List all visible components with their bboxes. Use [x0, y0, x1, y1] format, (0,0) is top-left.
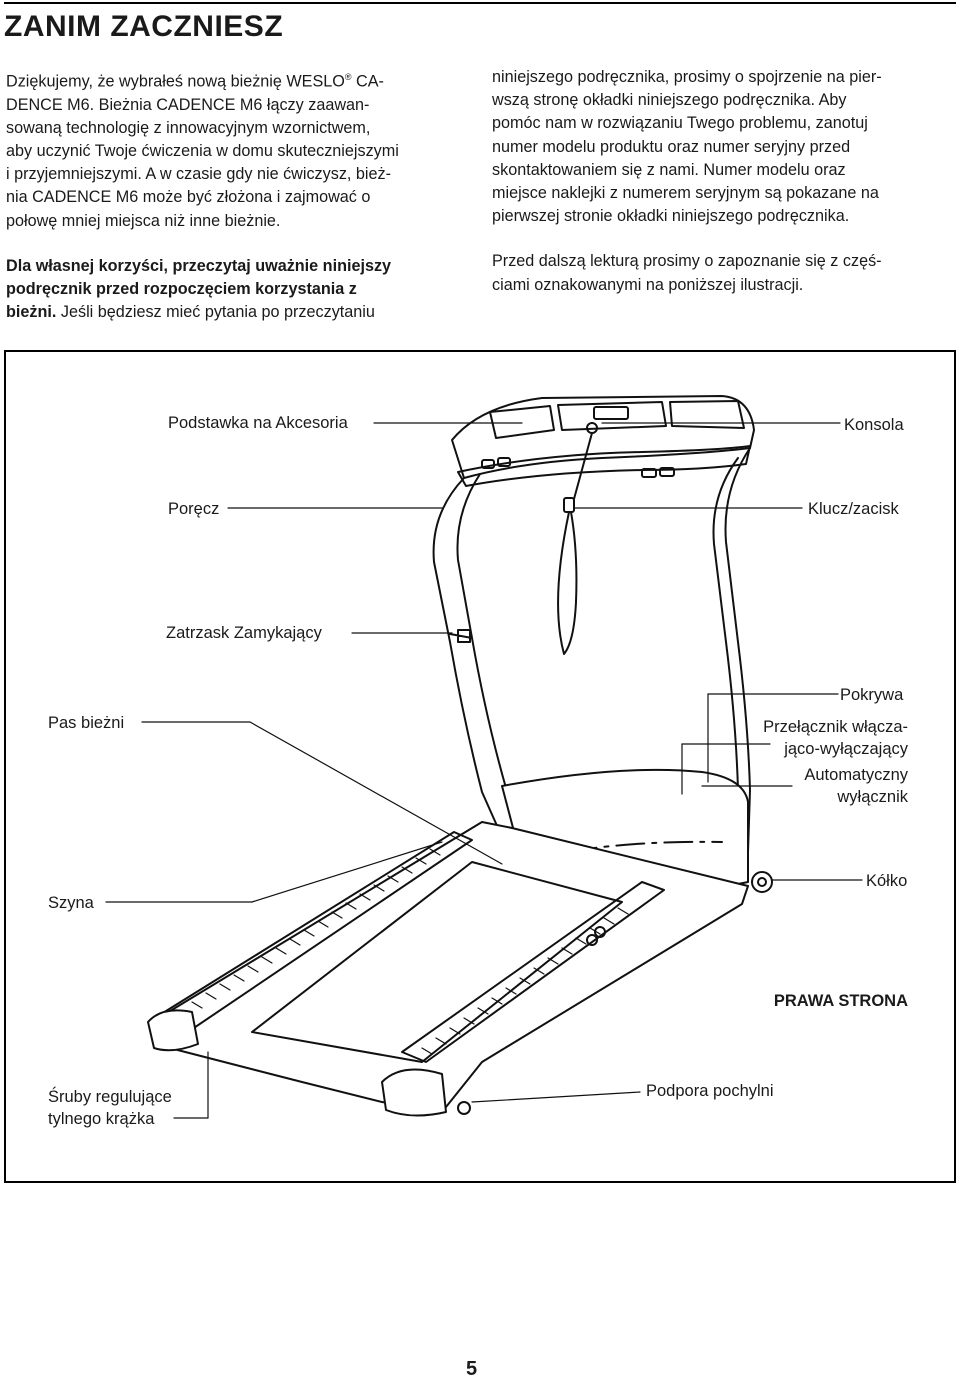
contact-line-5: skontaktowaniem się z nami. Numer modelu…	[492, 160, 846, 179]
treadmill-drawing	[105, 395, 863, 1119]
side-knob-2	[594, 926, 606, 938]
console-button-left-1	[481, 459, 495, 469]
right-end-cap	[381, 1068, 447, 1117]
label-belt: Pas bieżni	[48, 714, 125, 732]
belt-surface	[251, 861, 623, 1063]
key-cord-loop	[557, 511, 578, 655]
label-key-clip: Klucz/zacisk	[808, 500, 899, 518]
label-power-switch-line-1: Przełącznik włącza-	[763, 718, 908, 736]
label-power-switch-line-2: jąco-wyłączający	[784, 740, 908, 758]
left-end-cap	[147, 1009, 199, 1052]
front-wheel-hub	[757, 877, 767, 887]
intro-line-4: aby uczynić Twoje ćwiczenia w domu skute…	[6, 142, 399, 160]
label-console: Konsola	[844, 416, 904, 434]
contact-line-6: miejsce naklejki z numerem seryjnym są p…	[492, 184, 879, 203]
left-column: Dziękujemy, że wybrałeś nową bieżnię WES…	[6, 66, 458, 346]
label-circuit-breaker-line-2: wyłącznik	[837, 788, 908, 806]
safety-clip	[563, 497, 575, 513]
parts-line-1: Przed dalszą lekturą prosimy o zapoznani…	[492, 252, 882, 271]
label-roller-bolts: Śruby regulujące tylnego krążka	[48, 1086, 172, 1130]
intro-line-2: DENCE M6. Bieżnia CADENCE M6 łączy zaawa…	[6, 95, 370, 114]
label-accessory-tray: Podstawka na Akcesoria	[168, 414, 348, 432]
parts-paragraph: Przed dalszą lekturą prosimy o zapoznani…	[492, 250, 952, 296]
contact-line-3: pomóc nam w rozwiązaniu Twego problemu, …	[492, 114, 868, 133]
label-circuit-breaker: Automatyczny wyłącznik	[804, 764, 908, 808]
console-top-panel	[489, 400, 745, 439]
side-knob-1	[586, 934, 598, 946]
parts-line-2: ciami oznakowanymi na poniższej ilustrac…	[492, 275, 804, 294]
intro-line-1: Dziękujemy, że wybrałeś nową bieżnię WES…	[6, 72, 345, 91]
intro-line-6: nia CADENCE M6 może być złożona i zajmow…	[6, 188, 371, 207]
leader-lines	[105, 422, 863, 1119]
label-wheel: Kółko	[866, 872, 908, 890]
console-button-left-2	[497, 457, 511, 467]
right-upright	[712, 447, 751, 863]
bold-line-1: Dla własnej korzyści, przeczytaj uważnie…	[6, 256, 392, 275]
intro-line-7: połowę mniej miejsca niż inne bieżnie.	[6, 211, 281, 230]
console-display	[593, 406, 629, 420]
console-button-right-2	[659, 467, 675, 477]
left-upright	[432, 473, 519, 829]
left-rail-treads	[191, 848, 441, 1009]
right-rail-treads	[421, 907, 629, 1055]
intro-paragraph: Dziękujemy, że wybrałeś nową bieżnię WES…	[6, 66, 458, 233]
label-incline-leg: Podpora pochylni	[646, 1082, 774, 1100]
label-roller-bolts-line-2: tylnego krążka	[48, 1110, 155, 1128]
contact-line-1: niniejszego podręcznika, prosimy o spojr…	[492, 68, 882, 86]
contact-paragraph: niniejszego podręcznika, prosimy o spojr…	[492, 66, 952, 228]
label-latch: Zatrzask Zamykający	[166, 624, 322, 642]
label-hood: Pokrywa	[840, 686, 904, 704]
registered-mark: ®	[344, 72, 352, 82]
console-front	[457, 445, 751, 487]
title-rule	[4, 2, 956, 4]
console-button-right-1	[641, 468, 657, 478]
latch-knob	[449, 629, 473, 643]
bold-line-3: bieżni.	[6, 303, 57, 322]
label-power-switch: Przełącznik włącza- jąco-wyłączający	[763, 716, 908, 760]
front-wheel	[751, 871, 773, 893]
treadmill-diagram: Podstawka na Akcesoria Konsola Poręcz Kl…	[4, 350, 956, 1183]
page-title: ZANIM ZACZNIESZ	[4, 10, 284, 43]
console-body	[451, 395, 755, 479]
page-number: 5	[466, 1358, 478, 1378]
contact-line-4: numer modelu produktu oraz numer seryjny…	[492, 137, 851, 156]
key-cord	[573, 432, 593, 500]
label-circuit-breaker-line-1: Automatyczny	[804, 766, 908, 784]
incline-leg-foot	[457, 1101, 471, 1115]
deck-frame	[151, 821, 749, 1113]
right-column: niniejszego podręcznika, prosimy o spojr…	[492, 66, 952, 319]
after-bold-text: Jeśli będziesz mieć pytania po przeczyta…	[56, 303, 375, 322]
right-rail	[401, 881, 665, 1063]
intro-line-5: i przyjemniejszymi. A w czasie gdy nie ć…	[6, 165, 392, 184]
contact-line-7: pierwszej stronie okładki niniejszego po…	[492, 207, 850, 226]
label-handrail: Poręcz	[168, 500, 220, 518]
bold-line-2: podręcznik przed rozpoczęciem korzystani…	[6, 280, 357, 299]
read-manual-paragraph: Dla własnej korzyści, przeczytaj uważnie…	[6, 255, 458, 325]
label-rail: Szyna	[48, 894, 94, 912]
label-right-side: PRAWA STRONA	[773, 992, 908, 1010]
intro-line-3: sowaną technologię z innowacyjnym wzorni…	[6, 118, 371, 137]
intro-line-1-suffix: CA-	[351, 72, 384, 91]
label-roller-bolts-line-1: Śruby regulujące	[48, 1088, 172, 1106]
contact-line-2: wszą stronę okładki niniejszego podręczn…	[492, 91, 847, 110]
